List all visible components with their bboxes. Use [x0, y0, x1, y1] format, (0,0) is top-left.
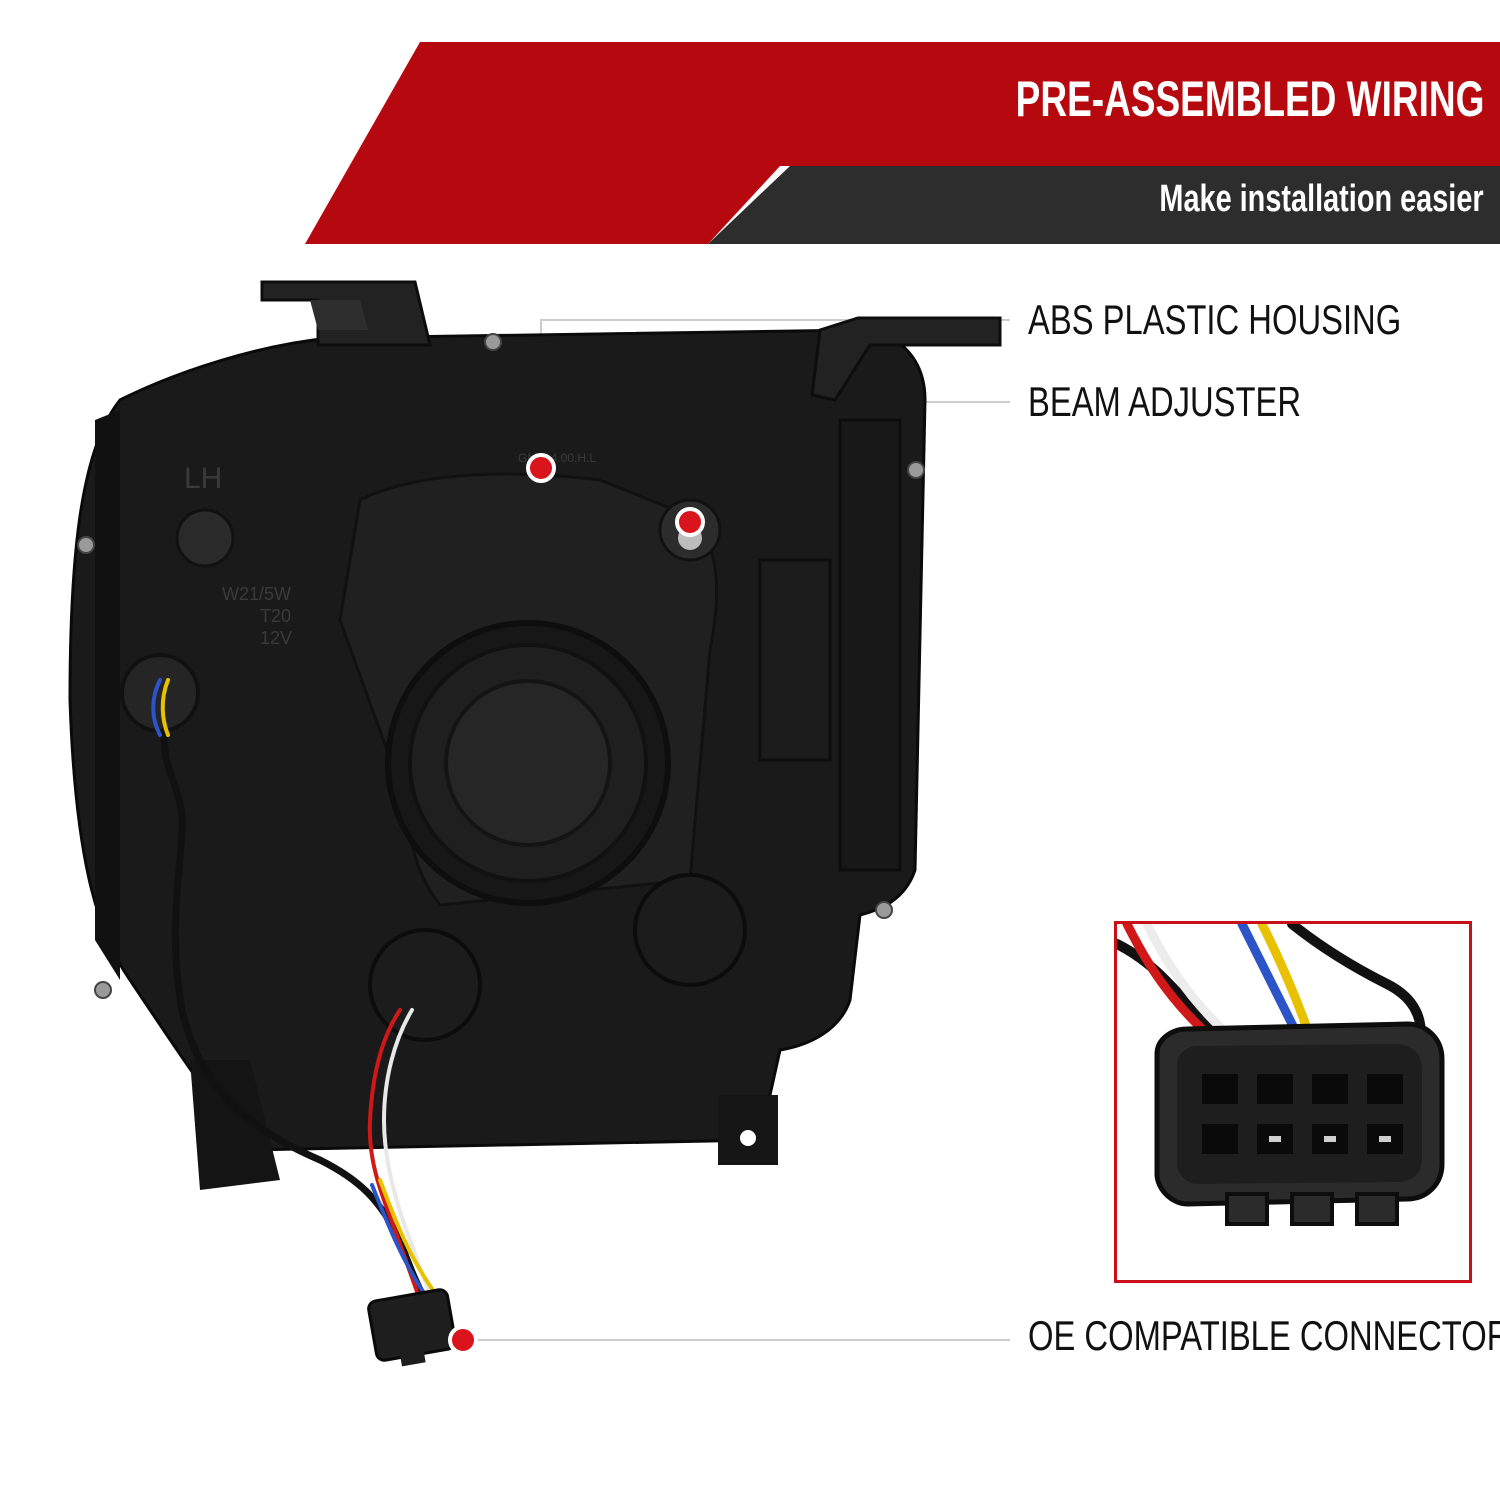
screws [77, 333, 925, 999]
bulb-marking-3: 12V [260, 628, 292, 648]
dot-connector [448, 1325, 478, 1355]
harness-connector [367, 1288, 457, 1367]
wiring-harness [151, 678, 442, 1314]
banner-subtitle: Make installation easier [1159, 178, 1484, 220]
connector-body [1154, 1021, 1445, 1226]
dot-beam [675, 507, 705, 537]
housing-body: LH W21/5W T20 12V GM214.00.H.L [68, 280, 1002, 1190]
connector-closeup-image [1117, 924, 1445, 1226]
banner-title: PRE-ASSEMBLED WIRING [1015, 71, 1484, 127]
bulb-marking-1: W21/5W [222, 584, 291, 604]
lh-marking: LH [184, 462, 222, 495]
connector-closeup-inset [1114, 921, 1472, 1283]
callout-label-connector: OE COMPATIBLE CONNECTOR [1028, 1312, 1500, 1359]
dot-housing [526, 453, 556, 483]
callout-dots [448, 453, 705, 1355]
callout-label-housing: ABS PLASTIC HOUSING [1028, 296, 1402, 343]
bulb-marking-2: T20 [260, 606, 291, 626]
callout-label-beam: BEAM ADJUSTER [1028, 378, 1302, 425]
